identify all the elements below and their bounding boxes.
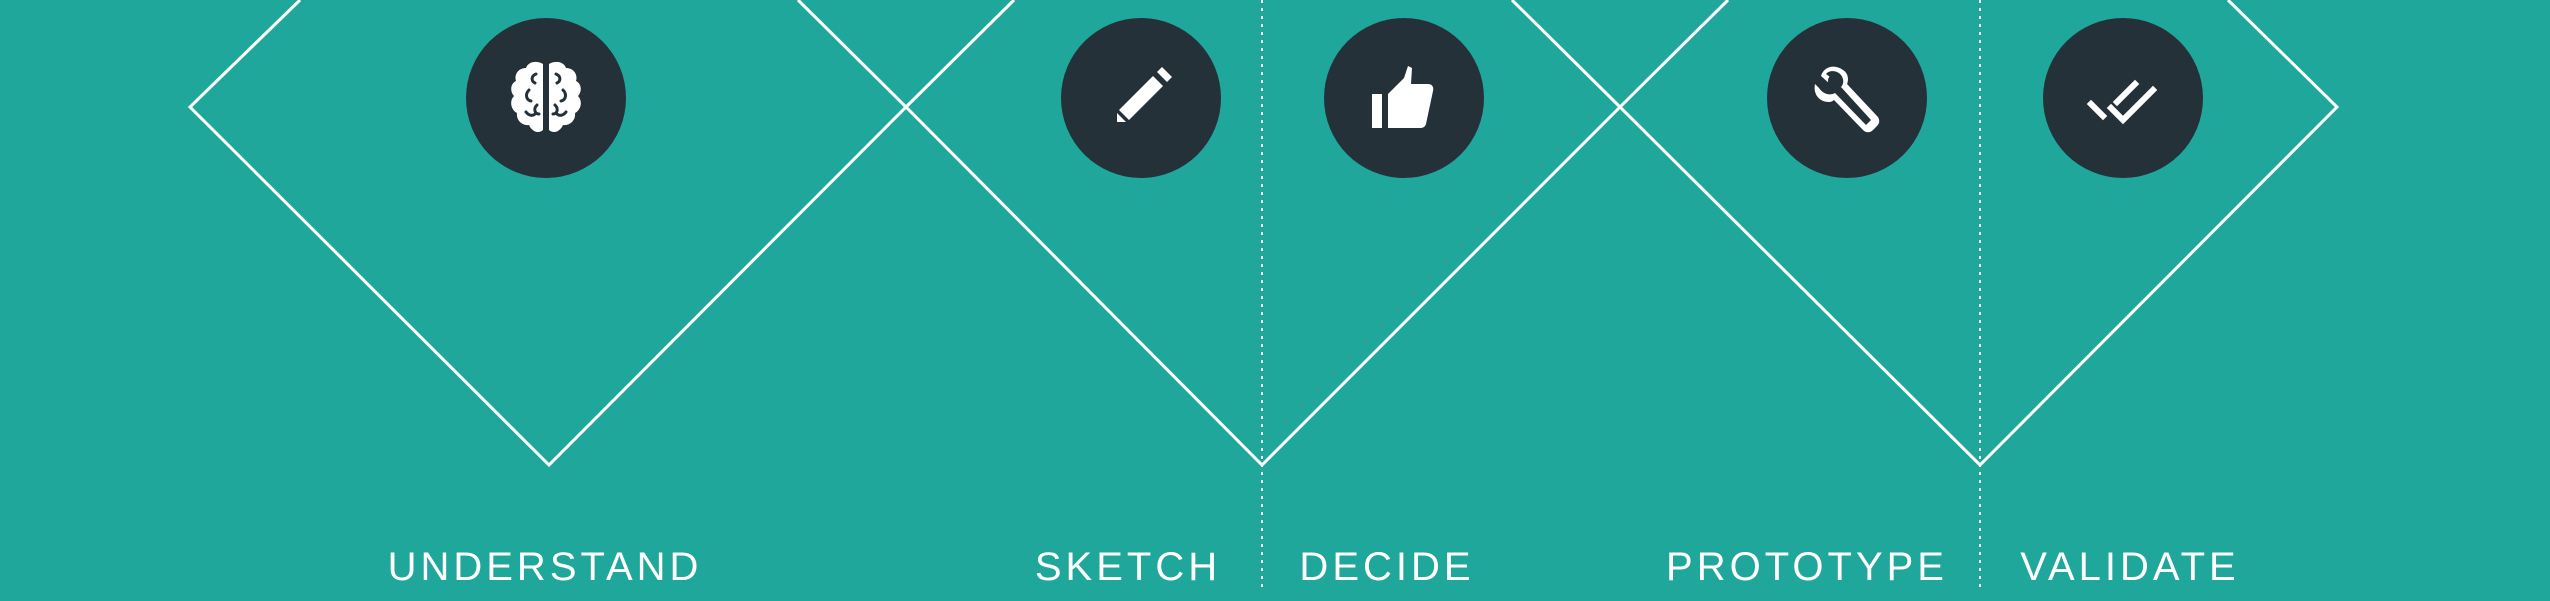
thumbs-up-icon <box>1372 66 1434 128</box>
double-check-icon <box>2086 79 2158 125</box>
validate-node <box>2043 18 2203 178</box>
prototype-validate-diamond-lines <box>1618 0 2340 468</box>
label-understand: UNDERSTAND <box>387 545 703 589</box>
sketch-node <box>1061 18 1221 178</box>
sketch-decide-upper-line <box>904 0 1016 109</box>
prototype-node <box>1767 18 1927 178</box>
sketch-decide-diamond-lines <box>904 0 1730 468</box>
wrench-icon <box>1814 66 1880 133</box>
pencil-icon <box>1117 67 1172 122</box>
understand-diamond <box>187 0 909 468</box>
understand-node <box>466 18 626 178</box>
label-decide: DECIDE <box>1299 545 1475 589</box>
label-prototype: PROTOTYPE <box>1666 545 1948 589</box>
label-sketch: SKETCH <box>1034 545 1222 589</box>
decide-node <box>1324 18 1484 178</box>
label-validate: VALIDATE <box>2020 545 2240 589</box>
brain-icon <box>511 61 581 133</box>
prototype-upper-line <box>1510 0 1622 109</box>
